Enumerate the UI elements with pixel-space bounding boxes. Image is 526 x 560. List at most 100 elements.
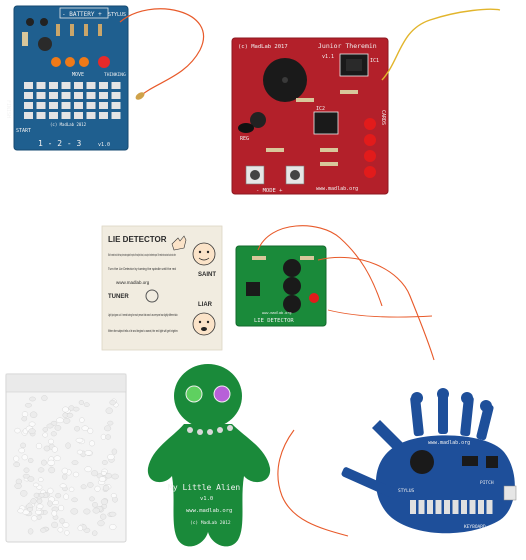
bead bbox=[18, 447, 25, 454]
bead bbox=[21, 411, 29, 418]
blue-stylophone-pcb: - BATTERY + STYLUS MOVE THINKING FINISH … bbox=[5, 5, 129, 151]
bead bbox=[43, 445, 51, 452]
bead bbox=[28, 421, 36, 427]
bead bbox=[38, 477, 44, 483]
theremin-side-label: CARDS bbox=[380, 110, 386, 125]
bead bbox=[79, 417, 85, 423]
bead bbox=[77, 525, 84, 532]
keyboard-key bbox=[444, 500, 450, 514]
bead bbox=[51, 510, 58, 517]
key-pad bbox=[24, 82, 33, 89]
bead bbox=[22, 473, 30, 479]
key-pad bbox=[99, 92, 108, 99]
bead bbox=[46, 423, 54, 429]
beads-cluster bbox=[13, 395, 119, 536]
plastic-bag-of-beads bbox=[5, 373, 127, 543]
bead bbox=[42, 432, 49, 438]
bagpipes-keyboard bbox=[410, 500, 493, 514]
bead bbox=[83, 402, 90, 408]
key-pad bbox=[74, 112, 83, 119]
mode-label: - MODE + bbox=[256, 188, 283, 194]
bead bbox=[28, 428, 36, 435]
bead bbox=[23, 467, 30, 473]
key-pad bbox=[36, 112, 46, 119]
bead bbox=[84, 466, 92, 473]
move-label: MOVE bbox=[72, 72, 84, 78]
card-site: www.madlab.org bbox=[116, 280, 150, 285]
key-pad bbox=[86, 102, 96, 109]
keyboard-key bbox=[478, 500, 484, 514]
bead bbox=[40, 527, 47, 533]
card-title: LIE DETECTOR bbox=[108, 235, 167, 244]
bead bbox=[62, 473, 68, 480]
bead bbox=[35, 442, 43, 450]
lie-detector-card: LIE DETECTOR Stick the metal ends of the… bbox=[101, 225, 223, 351]
finish-label: FINISH bbox=[5, 100, 11, 118]
keyboard-key bbox=[469, 500, 476, 514]
bead bbox=[47, 500, 53, 507]
bead bbox=[15, 478, 23, 485]
alien-copyright: (c) MadLab 2012 bbox=[190, 520, 231, 526]
key-pad bbox=[61, 92, 71, 99]
alien-title: My Little Alien bbox=[168, 483, 240, 492]
bead bbox=[101, 470, 107, 476]
lie-detector-wire-b bbox=[317, 256, 435, 361]
bead bbox=[33, 482, 40, 488]
ic2-label: IC2 bbox=[316, 106, 325, 112]
key-pad bbox=[86, 82, 96, 89]
bead bbox=[88, 440, 95, 447]
bead bbox=[51, 446, 58, 453]
alien-version: v1.0 bbox=[200, 496, 213, 502]
bead bbox=[47, 487, 54, 495]
keys-label: 1 - 2 - 3 bbox=[38, 139, 82, 148]
key-pad bbox=[36, 102, 46, 109]
bead bbox=[70, 508, 79, 515]
bead bbox=[63, 493, 69, 500]
bead bbox=[109, 399, 116, 406]
bead bbox=[57, 527, 64, 533]
key-pad bbox=[74, 92, 83, 99]
bead bbox=[62, 522, 70, 528]
bead bbox=[38, 493, 45, 498]
alien-wire bbox=[277, 429, 349, 537]
card-tuner-label: TUNER bbox=[108, 294, 129, 300]
key-pad bbox=[61, 102, 71, 109]
thinking-label: THINKING bbox=[104, 72, 126, 78]
card-step1: Stick the metal ends of the two probes w… bbox=[108, 252, 176, 257]
alien-pcb: My Little Alien v1.0 www.madlab.org (c) … bbox=[147, 364, 271, 547]
key-pad bbox=[74, 102, 83, 109]
key-pad bbox=[111, 92, 121, 99]
bead bbox=[84, 450, 93, 456]
key-pad bbox=[111, 102, 121, 109]
lie-detector-wire-c bbox=[327, 309, 433, 318]
bead bbox=[59, 518, 65, 524]
ic1-label: IC1 bbox=[370, 58, 379, 64]
saint-face-icon bbox=[192, 242, 216, 266]
bead bbox=[62, 406, 69, 413]
bead bbox=[28, 458, 34, 464]
bead bbox=[31, 515, 38, 522]
bagpipes-pitch-label: PITCH bbox=[480, 480, 494, 486]
key-pad bbox=[99, 112, 108, 119]
key-pad bbox=[49, 92, 58, 99]
stylophone-wire bbox=[119, 8, 204, 99]
bead bbox=[56, 417, 64, 424]
key-pad bbox=[24, 102, 33, 109]
bead bbox=[87, 427, 94, 434]
theremin-version: v1.1 bbox=[322, 54, 334, 60]
bead bbox=[105, 407, 113, 414]
key-pad bbox=[61, 112, 71, 119]
bead bbox=[72, 406, 80, 412]
bead bbox=[72, 471, 80, 478]
bead bbox=[29, 396, 36, 402]
bead bbox=[83, 508, 91, 515]
key-pad bbox=[36, 82, 46, 89]
key-pad bbox=[99, 102, 108, 109]
key-pad bbox=[111, 82, 121, 89]
saint-label: SAINT bbox=[198, 272, 216, 278]
bead bbox=[62, 418, 71, 424]
bead bbox=[107, 454, 115, 460]
bead bbox=[108, 511, 117, 517]
alien-site: www.madlab.org bbox=[186, 508, 232, 514]
